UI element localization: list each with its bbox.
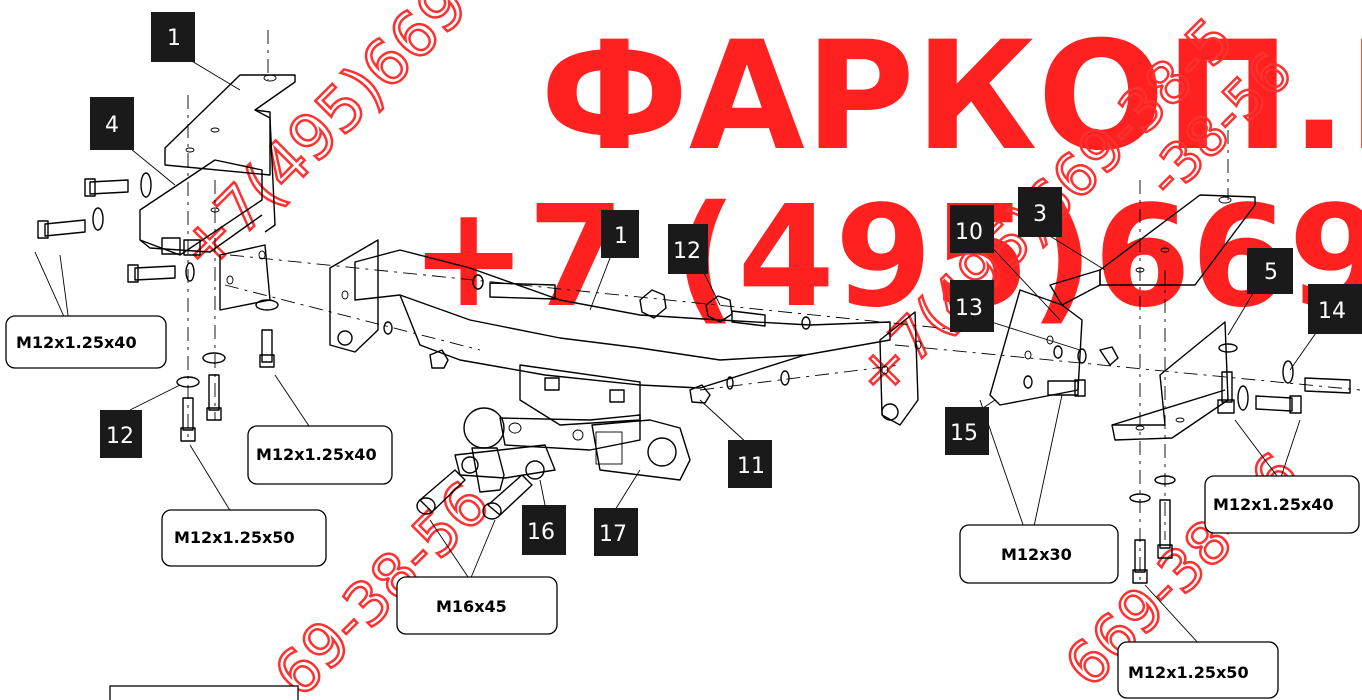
part-number: 13: [955, 296, 983, 321]
callout-right-short-bolt: M12x30: [959, 524, 1119, 584]
part-label-11: 11: [728, 440, 772, 488]
part-number: 10: [955, 220, 983, 245]
part-label-14: 14: [1308, 284, 1362, 334]
left-bracket: [164, 74, 296, 233]
part-label-12-top: 12: [668, 224, 708, 274]
part-label-12-bottom: 12: [100, 410, 142, 458]
callout-left-bottom-bolt: M12x1.25x40: [247, 425, 393, 485]
part-label-17: 17: [594, 508, 638, 556]
callout-text: M12x1.25x40: [16, 333, 137, 352]
callout-ball-bolt: M16x45: [396, 576, 558, 635]
part-label-16: 16: [522, 505, 566, 555]
part-number: 12: [673, 239, 701, 264]
socket-plate: [591, 419, 691, 481]
callout-text: M12x30: [1001, 545, 1072, 564]
callout-right-side-bolt: M12x1.25x40: [1204, 475, 1360, 534]
left-bolts: [37, 172, 279, 442]
callout-text: M12x1.25x40: [1213, 495, 1334, 514]
callout-text: M12x1.25x40: [256, 445, 377, 464]
center-fasteners: [383, 274, 811, 404]
callout-text: M12x1.25x50: [174, 528, 295, 547]
callout-text: M12x1.25x50: [1128, 663, 1249, 682]
part-number: 3: [1033, 202, 1047, 227]
part-number: 17: [599, 522, 627, 547]
part-label-13: 13: [950, 280, 994, 332]
right-bolts: [1023, 343, 1351, 584]
ball-bolts: [416, 469, 533, 520]
part-number: 1: [614, 224, 628, 249]
part-number: 1: [167, 26, 181, 51]
watermark-brand: ФАРКОП.Р: [540, 10, 1362, 184]
part-number: 12: [106, 424, 134, 449]
watermark: ФАРКОП.Р +7 (495)669-3 +7(495)669-38-5 +…: [163, 0, 1362, 700]
part-number: 11: [737, 454, 765, 479]
part-label-3: 3: [1018, 187, 1062, 237]
part-label-1: 1: [601, 210, 639, 258]
part-number: 5: [1264, 260, 1278, 285]
part-label-4: 4: [90, 97, 134, 150]
main-beam: [329, 239, 922, 426]
part-number: 16: [527, 520, 555, 545]
part-number: 14: [1318, 299, 1346, 324]
part-label-5: 5: [1247, 248, 1293, 294]
watermark-phone: +7 (495)669-3: [410, 176, 1362, 339]
part-label-15: 15: [945, 407, 989, 455]
part-label-2: 1: [151, 12, 195, 62]
callout-left-long-bolt: M12x1.25x50: [161, 509, 327, 567]
empty-frame: [109, 685, 299, 700]
part-number: 15: [950, 421, 978, 446]
callout-left-side-bolt: M12x1.25x40: [5, 315, 167, 369]
part-label-10: 10: [950, 205, 994, 253]
tow-ball: [454, 407, 641, 493]
callout-right-long-bolt: M12x1.25x50: [1117, 641, 1279, 699]
right-plate: [1111, 321, 1229, 441]
part-number: 4: [105, 113, 119, 138]
center-lines: [187, 30, 1361, 580]
callout-text: M16x45: [436, 597, 507, 616]
